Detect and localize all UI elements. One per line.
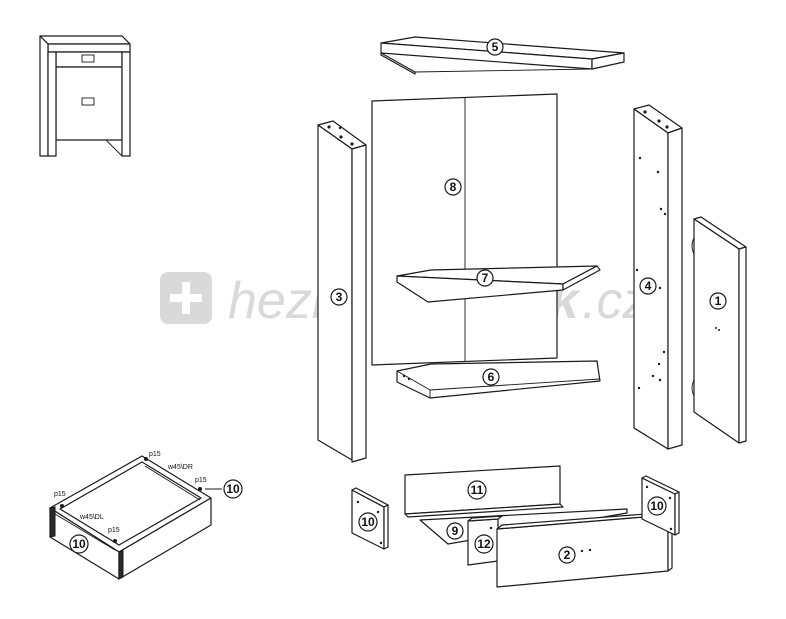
cabinet-thumbnail bbox=[39, 35, 131, 157]
part-5-top-panel bbox=[380, 36, 625, 75]
callout-2: 2 bbox=[558, 546, 576, 564]
part-2-drawer-front bbox=[496, 511, 673, 588]
svg-text:10: 10 bbox=[226, 482, 240, 496]
callout-4: 4 bbox=[639, 277, 657, 295]
svg-text:8: 8 bbox=[450, 180, 457, 194]
callout-11: 11 bbox=[467, 480, 487, 500]
drawer-label-p15-front: p15 bbox=[108, 527, 120, 534]
callout-9: 9 bbox=[446, 522, 464, 540]
svg-text:7: 7 bbox=[482, 271, 489, 285]
svg-text:5: 5 bbox=[492, 40, 499, 54]
svg-text:2: 2 bbox=[564, 548, 571, 562]
drawer-label-w45dl: w45\DL bbox=[79, 514, 104, 521]
callout-8: 8 bbox=[444, 178, 462, 196]
callout-5: 5 bbox=[486, 38, 504, 56]
callout-6: 6 bbox=[482, 368, 500, 386]
svg-text:10: 10 bbox=[72, 537, 86, 551]
thumbnail-handle-door bbox=[81, 97, 95, 106]
svg-text:1: 1 bbox=[715, 294, 722, 308]
svg-text:9: 9 bbox=[452, 524, 459, 538]
svg-text:4: 4 bbox=[645, 279, 652, 293]
callout-3: 3 bbox=[330, 288, 348, 306]
part-1-door bbox=[691, 216, 747, 444]
callout-10-drawer-front: 10 bbox=[69, 534, 89, 554]
assembled-drawer: p15 w45\DR p15 p15 w45\DL p15 bbox=[49, 451, 222, 580]
callout-10-left-side: 10 bbox=[358, 512, 378, 532]
svg-text:10: 10 bbox=[650, 499, 664, 513]
svg-text:3: 3 bbox=[336, 290, 343, 304]
callout-10-right-side: 10 bbox=[647, 496, 667, 516]
svg-text:12: 12 bbox=[477, 537, 491, 551]
thumbnail-handle-top bbox=[81, 54, 95, 63]
part-8-back-panel bbox=[371, 93, 558, 366]
callout-10-drawer-side: 10 bbox=[223, 479, 243, 499]
callout-1: 1 bbox=[709, 292, 727, 310]
drawer-label-p15-right: p15 bbox=[195, 477, 207, 484]
drawer-label-w45dr: w45\DR bbox=[167, 464, 193, 471]
callout-12: 12 bbox=[474, 534, 494, 554]
svg-text:11: 11 bbox=[471, 483, 484, 497]
part-4-right-side bbox=[633, 104, 683, 450]
part-7-shelf bbox=[396, 265, 601, 303]
svg-text:6: 6 bbox=[488, 370, 495, 384]
drawer-label-p15-top: p15 bbox=[149, 451, 161, 458]
callout-7: 7 bbox=[476, 269, 494, 287]
drawer-label-p15-left: p15 bbox=[54, 491, 66, 498]
svg-text:10: 10 bbox=[361, 515, 375, 529]
